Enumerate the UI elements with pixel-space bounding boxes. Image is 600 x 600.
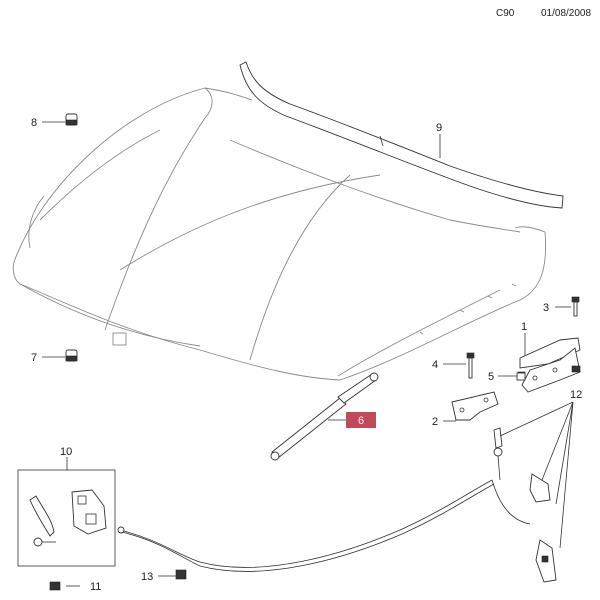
clip-part-8 [65,113,78,126]
diagram-code: C90 [496,8,515,19]
callout-6: 6 [358,415,364,427]
callout-9: 9 [436,122,442,134]
hood-panel [12,87,547,381]
callout-12: 12 [570,389,582,401]
diagram-date: 01/08/2008 [541,8,592,19]
bolt-part-4 [466,352,475,379]
nut-part-5 [516,372,526,381]
callout-10: 10 [60,446,72,458]
callout-13: 13 [141,571,153,583]
release-cable-part-13 [117,479,531,580]
gas-strut-part-6 [270,372,379,461]
bracket-part-2 [451,391,499,421]
callout-2: 2 [432,416,438,428]
callout-5: 5 [488,371,494,383]
callout-4: 4 [432,359,438,371]
callout-6-highlight [346,412,376,428]
callout-3: 3 [543,302,549,314]
hood-seal-strip [239,61,564,209]
prop-rod-part-12 [493,427,557,583]
latch-inset-part-10 [17,469,116,567]
callout-11: 11 [90,581,101,593]
callout-7: 7 [31,352,37,364]
callout-8: 8 [31,117,37,129]
clip-part-7 [65,349,78,362]
bolt-part-3 [571,296,580,317]
callout-1: 1 [521,321,527,333]
leader-lines [42,121,574,587]
bolt-part-11 [49,581,61,591]
hinge-part-1 [517,337,581,393]
